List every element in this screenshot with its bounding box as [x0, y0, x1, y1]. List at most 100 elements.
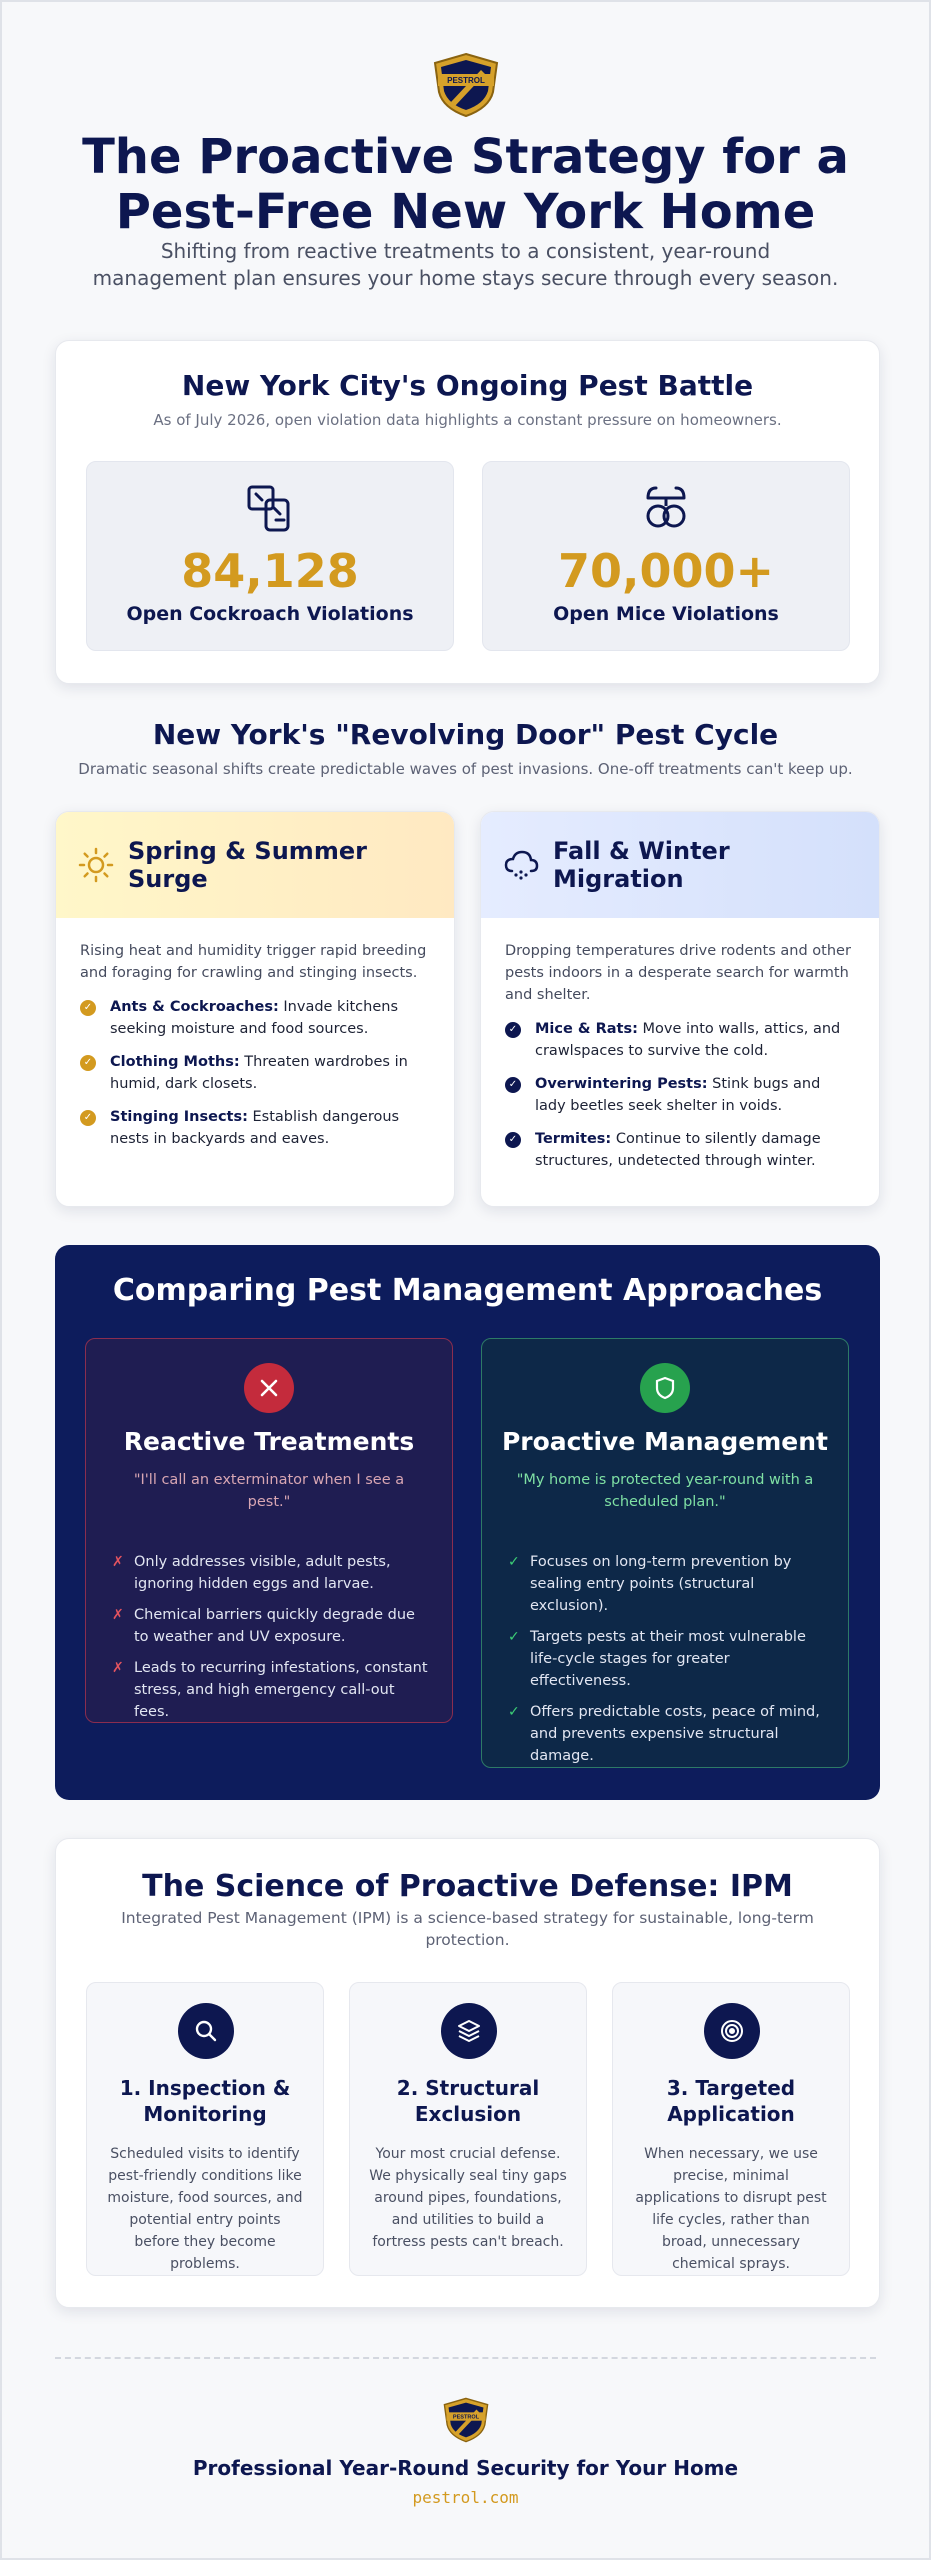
title-line-2: Pest-Free New York Home [115, 184, 816, 240]
layers-icon [441, 2003, 497, 2059]
stat-label: Open Mice Violations [553, 603, 779, 625]
shield-logo-icon: PESTROL [433, 52, 498, 118]
shield-icon [640, 1363, 690, 1413]
cycle-subtitle: Dramatic seasonal shifts create predicta… [78, 760, 853, 778]
ipm-step-inspection: 1. Inspection & Monitoring Scheduled vis… [86, 1982, 324, 2276]
pest-name: Stinging Insects: [110, 1109, 248, 1125]
stat-value: 70,000+ [557, 544, 775, 598]
check-icon: ✓ [80, 1110, 96, 1126]
ipm-card: The Science of Proactive Defense: IPM In… [55, 1838, 880, 2308]
x-mark-icon: ✗ [112, 1554, 124, 1570]
ipm-step-application: 3. Targeted Application When necessary, … [612, 1982, 850, 2276]
target-icon [704, 2003, 760, 2059]
step-title: 3. Targeted Application [666, 2076, 796, 2126]
reactive-card: Reactive Treatments "I'll call an exterm… [85, 1338, 453, 1723]
pest-desc: Establish dangerous nests in backyards a… [110, 1109, 400, 1147]
step-title: 2. Structural Exclusion [396, 2076, 540, 2126]
season-title: Fall & Winter Migration [553, 837, 730, 893]
step-title: 1. Inspection & Monitoring [119, 2076, 291, 2126]
cycle-title: New York's "Revolving Door" Pest Cycle [152, 718, 779, 751]
proactive-card: Proactive Management "My home is protect… [481, 1338, 849, 1768]
season-list: ✓ Ants & Cockroaches: Invade kitchens see… [56, 984, 454, 1150]
list-item: ✗Chemical barriers quickly degrade due t… [112, 1604, 428, 1648]
close-icon [244, 1363, 294, 1413]
pest-desc: Threaten wardrobes in humid, dark closet… [110, 1054, 408, 1092]
pest-desc: Continue to silently damage structures, … [535, 1131, 821, 1169]
list-item: ✗ Only addresses visible, adult pests, ig… [112, 1551, 428, 1595]
reactive-list: ✗ Only addresses visible, adult pests, ig… [112, 1551, 428, 1732]
season-header: Spring & Summer Surge [56, 812, 454, 918]
footer-logo: PESTROL [2, 2397, 929, 2443]
check-icon: ✓ [505, 1022, 521, 1038]
check-icon: ✓ [505, 1132, 521, 1148]
proactive-quote: "My home is protected year-round with a … [516, 1472, 814, 1510]
magnifier-icon [178, 2003, 234, 2059]
step-desc: Scheduled visits to identify pest-friend… [107, 2146, 303, 2272]
step-desc: When necessary, we use precise, minimal … [635, 2146, 827, 2272]
list-item: ✓ Focuses on long-term prevention by seal… [508, 1551, 824, 1617]
season-title: Spring & Summer Surge [128, 837, 367, 893]
x-mark-icon: ✗ [112, 1660, 124, 1676]
pest-name: Overwintering Pests: [535, 1076, 708, 1092]
list-item: ✓ Clothing Moths: Threaten wardrobes in h… [80, 1051, 430, 1095]
logo-text: PESTROL [447, 76, 485, 85]
season-list: ✓ Mice & Rats: Move into walls, attics, a… [481, 1006, 879, 1172]
footer-link[interactable]: pestrol.com [412, 2488, 519, 2507]
ipm-step-exclusion: 2. Structural Exclusion Your most crucia… [349, 1982, 587, 2276]
cockroach-icon [247, 485, 290, 532]
pest-desc: Move into walls, attics, and crawlspaces… [535, 1021, 841, 1059]
proactive-title: Proactive Management [501, 1427, 828, 1456]
stat-value: 84,128 [181, 544, 359, 598]
stats-subtitle: As of July 2026, open violation data hig… [153, 411, 782, 429]
point-text: Leads to recurring infestations, constan… [134, 1660, 428, 1720]
point-text: Chemical barriers quickly degrade due to… [134, 1607, 415, 1645]
list-item: ✓ Mice & Rats: Move into walls, attics, a… [505, 1018, 855, 1062]
pest-desc: Invade kitchens seeking moisture and foo… [110, 999, 398, 1037]
check-icon: ✓ [508, 1629, 520, 1645]
comparison-title: Comparing Pest Management Approaches [112, 1273, 823, 1308]
stats-title: New York City's Ongoing Pest Battle [181, 369, 754, 402]
point-text: Focuses on long-term prevention by seali… [530, 1554, 792, 1614]
pest-desc: Stink bugs and lady beetles seek shelter… [535, 1076, 821, 1114]
pest-name: Mice & Rats: [535, 1021, 638, 1037]
check-icon: ✓ [80, 1055, 96, 1071]
pest-name: Termites: [535, 1131, 612, 1147]
ipm-subtitle: Integrated Pest Management (IPM) is a sc… [121, 1909, 814, 1949]
reactive-title: Reactive Treatments [123, 1427, 415, 1456]
stats-card: New York City's Ongoing Pest Battle As o… [55, 340, 880, 684]
season-intro: Rising heat and humidity trigger rapid b… [80, 943, 427, 981]
page-subtitle: Shifting from reactive treatments to a c… [92, 239, 839, 290]
pest-name: Ants & Cockroaches: [110, 999, 279, 1015]
stat-cockroach: 84,128 Open Cockroach Violations [86, 461, 454, 651]
title-line-1: The Proactive Strategy for a [82, 129, 849, 185]
check-icon: ✓ [508, 1704, 520, 1720]
check-icon: ✓ [505, 1077, 521, 1093]
page-title: The Proactive Strategy for a Pest-Free N… [42, 130, 889, 240]
list-item: ✗ Leads to recurring infestations, consta… [112, 1657, 428, 1723]
stat-label: Open Cockroach Violations [126, 603, 414, 625]
comparison-section: Comparing Pest Management Approaches Rea… [55, 1245, 880, 1800]
point-text: Only addresses visible, adult pests, ign… [134, 1554, 391, 1592]
list-item: ✓ Stinging Insects: Establish dangerous n… [80, 1106, 430, 1150]
mouse-icon [646, 486, 686, 528]
stat-mice: 70,000+ Open Mice Violations [482, 461, 850, 651]
footer-divider [55, 2357, 876, 2359]
list-item: ✓Ants & Cockroaches: Invade kitchens see… [80, 996, 430, 1040]
step-desc: Your most crucial defense. We physically… [369, 2146, 567, 2250]
check-icon: ✓ [508, 1554, 520, 1570]
season-intro: Dropping temperatures drive rodents and … [505, 943, 851, 1003]
shield-logo-icon: PESTROL [443, 2397, 488, 2443]
pest-name: Clothing Moths: [110, 1054, 240, 1070]
reactive-quote: "I'll call an exterminator when I see a … [133, 1472, 405, 1510]
season-card-fall-winter: Fall & Winter Migration Dropping tempera… [480, 811, 880, 1207]
point-text: Offers predictable costs, peace of mind,… [530, 1704, 820, 1764]
list-item: ✓ Offers predictable costs, peace of mind… [508, 1701, 824, 1767]
sun-icon [78, 847, 114, 883]
brand-logo: PESTROL [2, 52, 929, 118]
proactive-list: ✓ Focuses on long-term prevention by seal… [508, 1551, 824, 1776]
snow-cloud-icon [504, 850, 539, 880]
list-item: ✓ Overwintering Pests: Stink bugs and lad… [505, 1073, 855, 1117]
point-text: Targets pests at their most vulnerable l… [530, 1629, 806, 1689]
list-item: ✓ Termites: Continue to silently damage s… [505, 1128, 855, 1172]
